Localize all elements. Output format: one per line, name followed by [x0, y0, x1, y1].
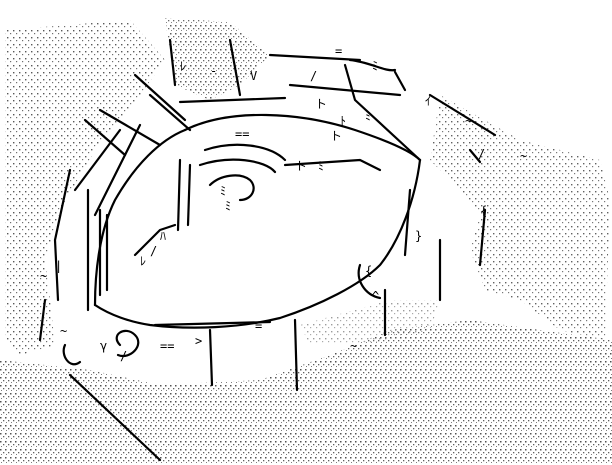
svg-text:~: ~: [520, 149, 527, 163]
svg-text:{: {: [365, 264, 372, 278]
svg-text:{: {: [480, 204, 487, 218]
ascii-glyph-marks: ﾚ - V / = ﾐ ト ﾄ ト ﾐ ト ﾐ == ﾐ ﾐ ﾊ / ﾚ γ /…: [40, 44, 527, 363]
svg-text:ﾐ: ﾐ: [220, 184, 226, 198]
svg-text:ｲ: ｲ: [425, 94, 431, 108]
svg-text:ﾚ: ﾚ: [140, 254, 146, 268]
svg-text:ﾐ: ﾐ: [225, 199, 231, 213]
svg-text:-: -: [210, 64, 217, 78]
stipple-texture: [0, 18, 612, 465]
svg-text:~: ~: [465, 114, 472, 128]
svg-text:ﾐ: ﾐ: [372, 59, 378, 73]
svg-text:/: /: [150, 244, 157, 258]
svg-text:}: }: [415, 229, 422, 243]
svg-text:ト: ト: [295, 159, 307, 173]
svg-text:==: ==: [235, 127, 249, 141]
svg-text:ト: ト: [315, 97, 327, 111]
svg-text:V: V: [250, 69, 257, 83]
line-art-strokes: [38, 38, 497, 462]
svg-text:=: =: [335, 44, 342, 58]
svg-text:γ: γ: [100, 339, 107, 353]
svg-text:ﾚ: ﾚ: [180, 59, 186, 73]
svg-text:~: ~: [40, 269, 47, 283]
svg-text:ﾐ: ﾐ: [365, 109, 371, 123]
svg-text:ト: ト: [330, 129, 342, 143]
svg-text:>: >: [195, 334, 202, 348]
svg-text:ﾐ: ﾐ: [318, 159, 324, 173]
svg-text:^: ^: [372, 289, 379, 303]
svg-text:=: =: [255, 319, 262, 333]
svg-text:ﾊ: ﾊ: [160, 229, 166, 243]
svg-text:ﾄ: ﾄ: [340, 114, 346, 128]
svg-text:|: |: [55, 259, 62, 273]
svg-text:/: /: [120, 349, 127, 363]
svg-text:~: ~: [60, 324, 67, 338]
svg-text:/: /: [310, 69, 317, 83]
svg-text:==: ==: [160, 339, 174, 353]
svg-text:/: /: [478, 147, 485, 161]
svg-text:~: ~: [350, 339, 357, 353]
